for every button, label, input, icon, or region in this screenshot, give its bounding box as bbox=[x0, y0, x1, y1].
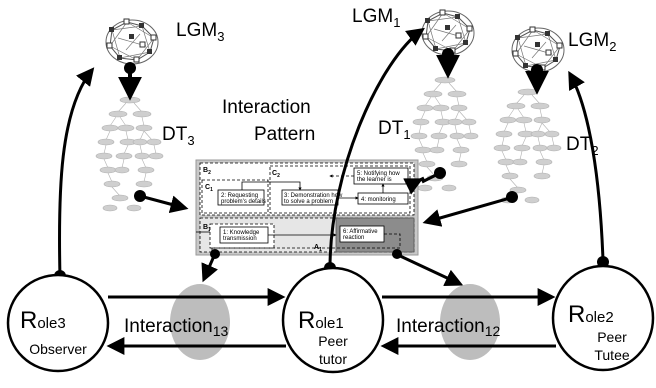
lgm3-label: LGM3 bbox=[176, 20, 224, 44]
dt1-label: DT1 bbox=[378, 118, 411, 142]
step2-box bbox=[217, 189, 265, 206]
interaction13-label: Interaction13 bbox=[124, 316, 229, 339]
role1-desc-line1: Peer bbox=[318, 333, 348, 349]
lgm1-label: LGM1 bbox=[352, 6, 400, 30]
role1-desc-line2: tutor bbox=[319, 351, 347, 367]
box-c1-label: C1 bbox=[205, 184, 213, 193]
box-a1-label: A1 bbox=[314, 244, 322, 253]
step4-label: 4: monitoring bbox=[361, 197, 396, 203]
interaction12-blob bbox=[440, 284, 500, 360]
role2-title: Role2 bbox=[568, 301, 614, 328]
lgm2-label: LGM2 bbox=[568, 30, 616, 54]
step5-line1: 5: Notifying how bbox=[357, 171, 400, 177]
role2-node: Role2 Peer Tutee bbox=[551, 264, 655, 372]
step2-line1: 2: Requesting bbox=[221, 193, 258, 199]
dt3-tree-icon bbox=[95, 96, 164, 212]
interaction-pattern-panel: B2 C1 C2 2: Requesting problem's details… bbox=[195, 159, 419, 256]
role3-desc: Observer bbox=[29, 341, 87, 357]
interaction13-blob bbox=[170, 284, 230, 360]
interaction12-label: Interaction12 bbox=[396, 316, 501, 339]
role1-node: Role1 Peer tutor bbox=[281, 266, 385, 374]
step1-line2: transmission bbox=[223, 236, 257, 242]
role2-desc-line1: Peer bbox=[597, 329, 627, 345]
role1-title: Role1 bbox=[298, 307, 344, 334]
role3-node: Role3 Observer bbox=[6, 273, 110, 373]
lgm3-graph-icon bbox=[105, 18, 159, 65]
box-b1-label: B1 bbox=[203, 224, 211, 233]
role2-desc-line2: Tutee bbox=[594, 347, 629, 363]
dt2-tree-icon bbox=[493, 88, 562, 204]
role3-title: Role3 bbox=[20, 307, 66, 334]
step5-line2: the learner is bbox=[357, 177, 392, 183]
pattern-title-line1: Interaction bbox=[222, 97, 311, 118]
step1-line1: 1: Knowledge bbox=[223, 230, 260, 236]
dt2-label: DT2 bbox=[566, 134, 599, 158]
step6-line2: reaction bbox=[343, 235, 364, 241]
box-c2-label: C2 bbox=[272, 170, 280, 179]
step6-line1: 6: Affirmative bbox=[343, 229, 378, 235]
step3-line1: 3: Demonstration how bbox=[284, 193, 343, 199]
dt3-label: DT3 bbox=[162, 124, 195, 148]
pattern-title-line2: Pattern bbox=[254, 124, 315, 145]
step2-line2: problem's details bbox=[221, 199, 266, 205]
box-b2-label: B2 bbox=[203, 167, 211, 176]
step3-line2: to solve a problem bbox=[284, 199, 333, 205]
